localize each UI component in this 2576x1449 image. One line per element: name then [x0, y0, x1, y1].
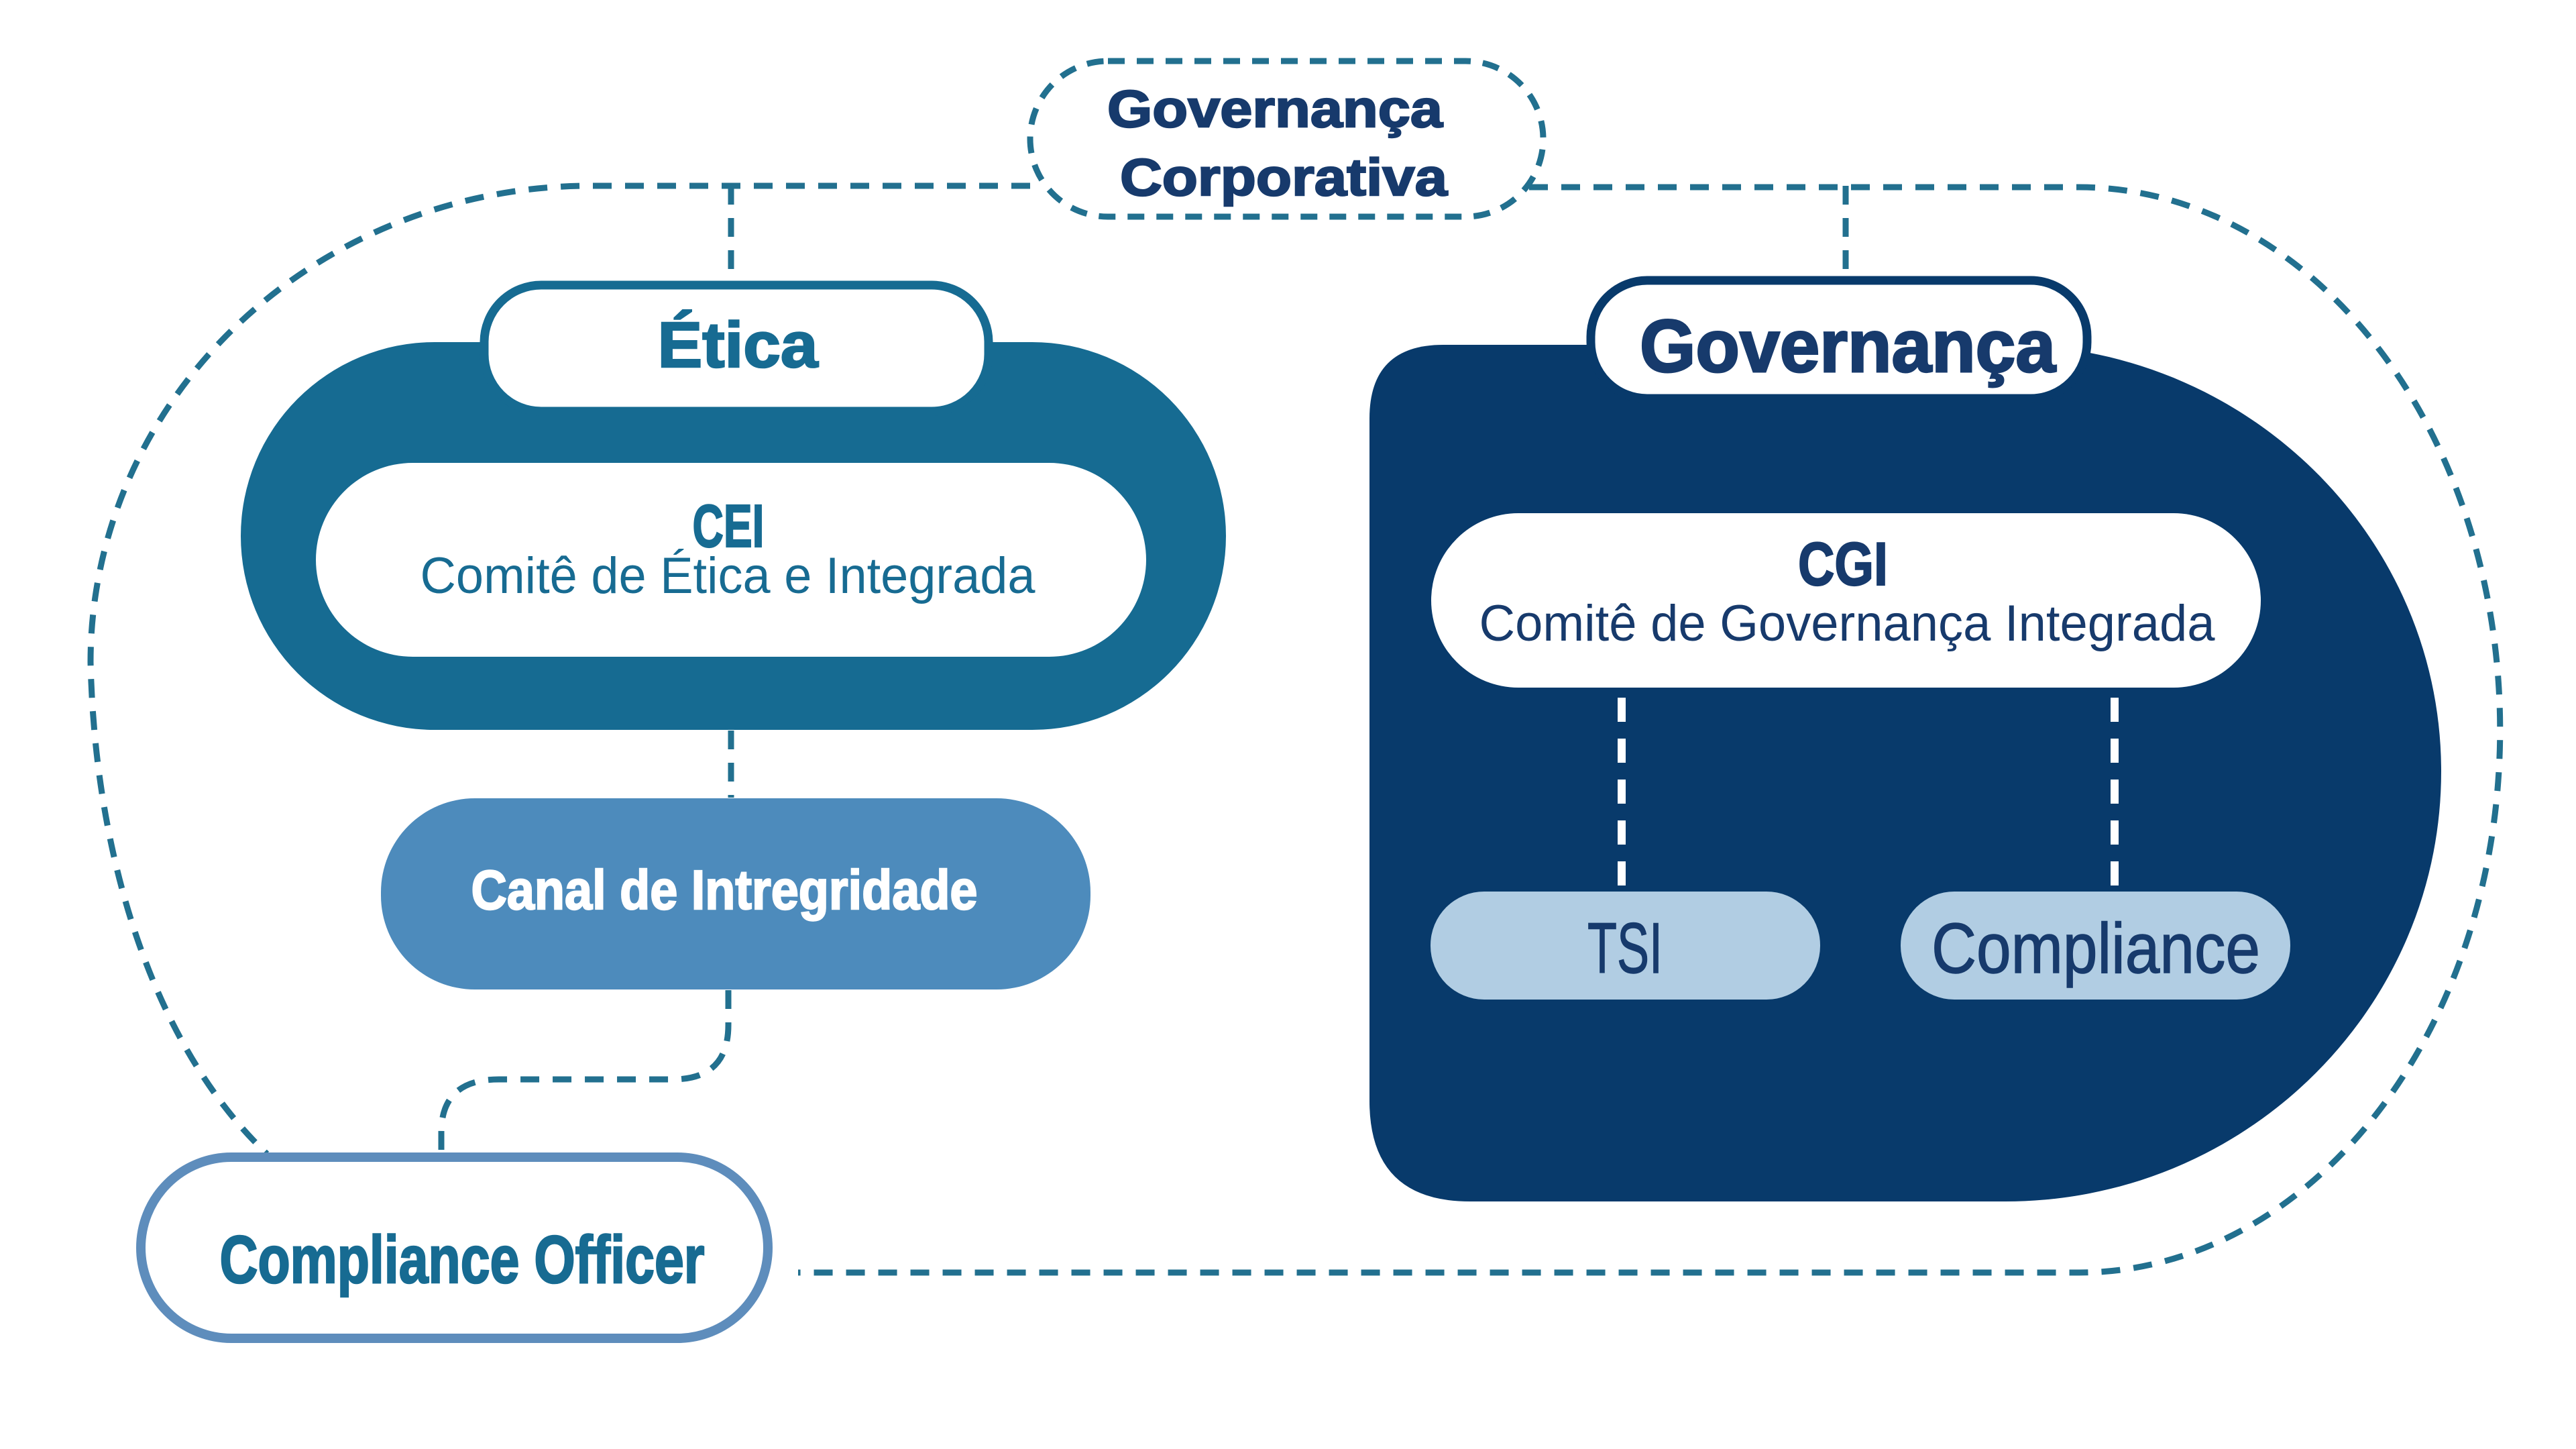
svg-text:Compliance Officer: Compliance Officer	[220, 1222, 705, 1297]
svg-text:Ética: Ética	[658, 309, 819, 381]
svg-text:Governança: Governança	[1640, 305, 2056, 388]
svg-text:Comitê de Ética e Integrada: Comitê de Ética e Integrada	[421, 547, 1036, 604]
svg-text:TSI: TSI	[1587, 908, 1663, 988]
svg-text:Corporativa: Corporativa	[1120, 148, 1448, 207]
svg-text:Compliance: Compliance	[1931, 909, 2260, 988]
svg-text:CEI: CEI	[693, 493, 765, 560]
svg-text:Governança: Governança	[1107, 79, 1443, 138]
svg-text:CGI: CGI	[1798, 531, 1888, 598]
svg-text:Comitê de Governança Integrada: Comitê de Governança Integrada	[1479, 595, 2216, 652]
svg-text:Canal de Intregridade: Canal de Intregridade	[471, 859, 978, 921]
